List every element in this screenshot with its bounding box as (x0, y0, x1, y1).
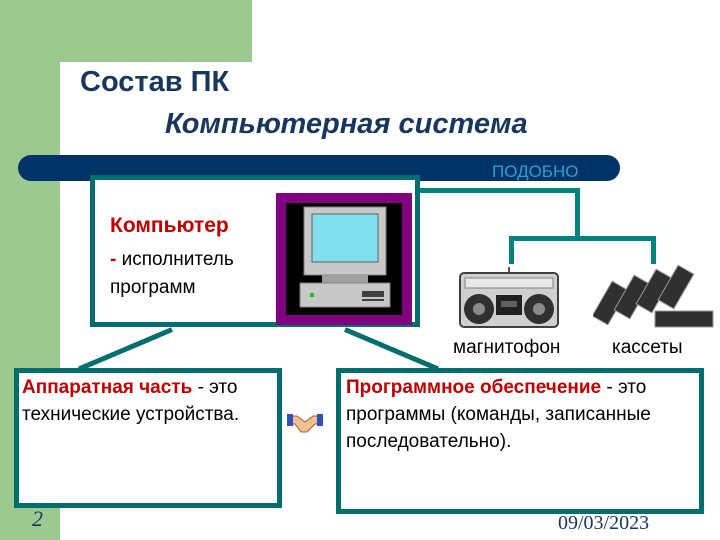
connector-left-drop (509, 236, 514, 264)
software-text: - это программы (команды, записанные пос… (346, 377, 651, 452)
computer-title: Компьютер (110, 214, 229, 237)
computer-icon (276, 193, 412, 325)
computer-description: - исполнитель программ (110, 246, 280, 302)
slide-subtitle: Компьютерная система (165, 108, 528, 140)
hardware-connector (78, 327, 173, 372)
green-top-band (0, 0, 252, 62)
connector-horizontal-top (420, 188, 580, 193)
hardware-heading: Аппаратная часть (22, 377, 193, 398)
slide-date: 09/03/2023 (558, 512, 650, 534)
hardware-frame (14, 368, 282, 508)
software-connector (344, 327, 439, 372)
hardware-text: - это технические устройства. (22, 377, 240, 425)
slide-number: 2 (32, 506, 43, 531)
tape-recorder-icon (459, 267, 559, 328)
band-corner (60, 62, 82, 84)
cassettes-label: кассеты (612, 337, 683, 358)
software-heading: Программное обеспечение (346, 377, 602, 398)
slide-title: Состав ПК (80, 66, 230, 98)
hardware-description: Аппаратная часть - это технические устро… (22, 374, 278, 428)
connector-right-drop (651, 236, 656, 264)
computer-description-text: исполнитель программ (110, 249, 234, 298)
similar-label: ПОДОБНО (492, 162, 579, 181)
handshake-icon (287, 414, 323, 433)
tape-recorder-label: магнитофон (453, 337, 561, 358)
software-description: Программное обеспечение - это программы … (346, 374, 696, 455)
connector-horizontal-branch (509, 236, 656, 241)
computer-dash: - (110, 249, 117, 270)
connector-vertical-main (575, 188, 580, 240)
cassettes-icon (593, 265, 714, 328)
software-frame (336, 368, 704, 514)
